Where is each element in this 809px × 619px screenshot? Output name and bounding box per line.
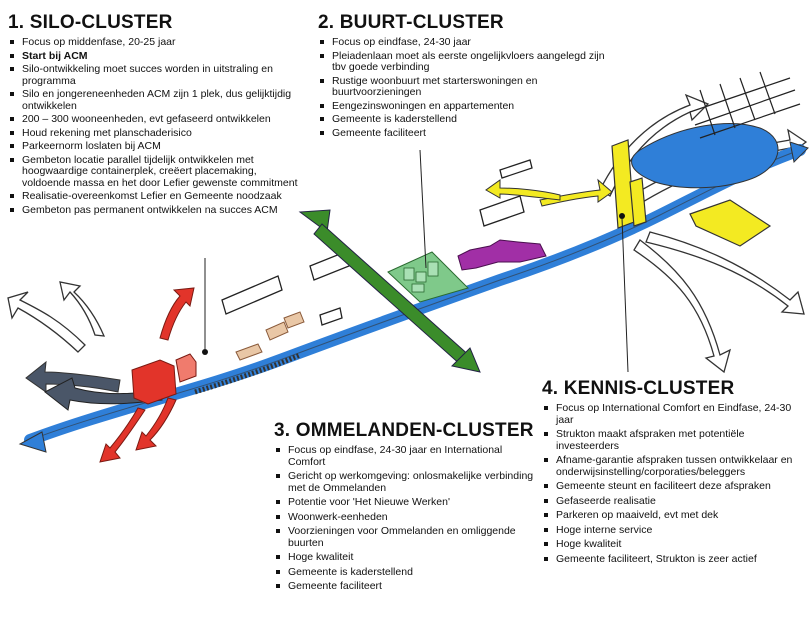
kennis-cluster-title: 4. KENNIS-CLUSTER [542, 378, 735, 399]
cluster-bullet-item: Eengezinswoningen en appartementen [318, 100, 608, 113]
buurt-arrow-west [485, 179, 561, 201]
cluster-bullet-item: Pleiadenlaan moet als eerste ongelijkvlo… [318, 50, 608, 74]
kennis-cluster-list: Focus op International Comfort en Eindfa… [542, 402, 807, 566]
cluster-bullet-item: Gembeton pas permanent ontwikkelen na su… [8, 204, 298, 217]
cluster-bullet-item: Afname-garantie afspraken tussen ontwikk… [542, 454, 807, 478]
buurt-cluster-panel: 2. BUURT-CLUSTER Focus op eindfase, 24-3… [318, 12, 608, 141]
cluster-bullet-item: Hoge interne service [542, 524, 807, 537]
lake [631, 123, 779, 189]
cluster-bullet-item: Gemeente faciliteert [318, 127, 608, 140]
cluster-bullet-item: Gemeente faciliteert [274, 580, 534, 593]
silo-block [131, 353, 197, 405]
cluster-bullet-item: Rustige woonbuurt met starterswoningen e… [318, 75, 608, 99]
silo-cluster-title: 1. SILO-CLUSTER [8, 12, 173, 33]
canal-arrow-west [18, 431, 47, 453]
road-arrow-west [7, 291, 86, 353]
road-arrow-southeast [645, 231, 805, 315]
leader-lines [204, 149, 629, 373]
cluster-bullet-item: Gemeente is kaderstellend [274, 566, 534, 579]
cluster-bullet-item: Potentie voor 'Het Nieuwe Werken' [274, 496, 534, 509]
kennis-cluster-panel: 4. KENNIS-CLUSTER Focus op International… [542, 378, 807, 568]
cluster-bullet-item: Realisatie-overeenkomst Lefier en Gemeen… [8, 190, 298, 203]
buurt-buildings [403, 261, 439, 293]
ommelanden-cluster-title: 3. OMMELANDEN-CLUSTER [274, 420, 534, 441]
buurt-green-zone [387, 251, 469, 303]
cluster-bullet-item: Silo en jongereneenheden ACM zijn 1 plek… [8, 88, 298, 112]
cluster-bullet-item: Gemeente is kaderstellend [318, 113, 608, 126]
cluster-bullet-item: Hoge kwaliteit [542, 538, 807, 551]
road-arrow-northwest [59, 281, 106, 337]
silo-cluster-panel: 1. SILO-CLUSTER Focus op middenfase, 20-… [8, 12, 298, 218]
ommelanden-cluster-panel: 3. OMMELANDEN-CLUSTER Focus op eindfase,… [274, 420, 534, 596]
cluster-bullet-item: Voorzieningen voor Ommelanden en omligge… [274, 525, 534, 549]
cluster-bullet-item: Focus op International Comfort en Eindfa… [542, 402, 807, 426]
canal [18, 123, 809, 453]
cluster-bullet-item: Parkeren op maaiveld, evt met dek [542, 509, 807, 522]
cluster-bullet-item: Gericht op werkomgeving: onlosmakelijke … [274, 470, 534, 494]
grey-arrow-southwest [25, 360, 121, 393]
cluster-bullet-item: Focus op middenfase, 20-25 jaar [8, 36, 298, 49]
cluster-bullet-item: Parkeernorm loslaten bij ACM [8, 140, 298, 153]
ommelanden-arrow [298, 209, 481, 373]
cluster-bullet-item: Gemeente steunt en faciliteert deze afsp… [542, 480, 807, 493]
kennis-buildings [611, 139, 772, 247]
cluster-bullet-item: Silo-ontwikkeling moet succes worden in … [8, 63, 298, 87]
cluster-bullet-item: Focus op eindfase, 24-30 jaar en Interna… [274, 444, 534, 468]
cluster-bullet-item: Woonwerk-eenheden [274, 511, 534, 524]
cluster-bullet-item: Houd rekening met planschaderisico [8, 127, 298, 140]
cluster-bullet-item: Start bij ACM [8, 50, 298, 63]
road-arrow-south-kennis [633, 239, 732, 374]
silo-marker [202, 349, 208, 355]
buurt-cluster-title: 2. BUURT-CLUSTER [318, 12, 504, 33]
cluster-bullet-item: Hoge kwaliteit [274, 551, 534, 564]
railway [194, 352, 301, 395]
existing-buildings [221, 159, 533, 326]
cluster-bullet-item: Gembeton locatie parallel tijdelijk ontw… [8, 154, 298, 190]
buurt-block [457, 239, 547, 271]
small-buildings [235, 311, 305, 361]
cluster-bullet-item: Focus op eindfase, 24-30 jaar [318, 36, 608, 49]
cluster-bullet-item: Strukton maakt afspraken met potentiële … [542, 428, 807, 452]
ommelanden-cluster-list: Focus op eindfase, 24-30 jaar en Interna… [274, 444, 534, 593]
cluster-bullet-item: Gefaseerde realisatie [542, 495, 807, 508]
grey-arrow-west [44, 377, 163, 411]
silo-arrows [99, 287, 195, 463]
cluster-bullet-item: Gemeente faciliteert, Strukton is zeer a… [542, 553, 807, 566]
street-grid [689, 71, 801, 139]
kennis-marker [619, 213, 625, 219]
cluster-bullet-item: 200 – 300 wooneenheden, evt gefaseerd on… [8, 113, 298, 126]
canal-arrow-east [789, 141, 809, 164]
